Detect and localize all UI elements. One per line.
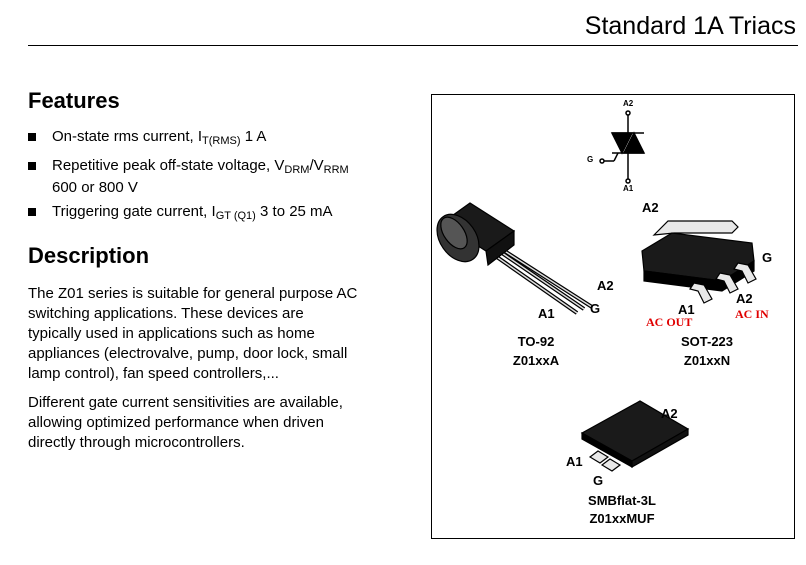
description-paragraph-2: Different gate current sensitivities are… bbox=[28, 394, 343, 451]
sot223-package-icon bbox=[641, 220, 757, 304]
smbflat-package-icon bbox=[580, 400, 690, 472]
symbol-g-label: G bbox=[587, 155, 594, 164]
ac-out-annotation: AC OUT bbox=[646, 315, 693, 329]
to92-g-label: G bbox=[590, 301, 601, 316]
sot223-part-number: Z01xxN bbox=[683, 353, 731, 368]
title-rule bbox=[28, 45, 798, 46]
smbflat-part-number: Z01xxMUF bbox=[589, 511, 655, 526]
description-paragraph-1: The Z01 series is suitable for general p… bbox=[28, 285, 358, 382]
to92-part-number: Z01xxA bbox=[512, 353, 560, 368]
triac-symbol-icon bbox=[599, 110, 646, 184]
sot223-package-name: SOT-223 bbox=[680, 334, 734, 349]
sot223-a2-top-label: A2 bbox=[642, 200, 659, 215]
page-title: Standard 1A Triacs bbox=[584, 12, 796, 40]
bullet-icon bbox=[28, 162, 36, 170]
description-heading: Description bbox=[28, 243, 150, 268]
package-drawings bbox=[436, 110, 757, 472]
to92-package-name: TO-92 bbox=[517, 334, 555, 349]
to92-a1-label: A1 bbox=[538, 306, 555, 321]
ac-in-annotation: AC IN bbox=[735, 307, 769, 321]
package-figure: A2 G A1 A2 A1 G TO-92 Z01xxA A2 G A1 A2 … bbox=[431, 94, 795, 539]
sot223-a2-label: A2 bbox=[736, 291, 753, 306]
symbol-a2-label: A2 bbox=[623, 99, 634, 108]
sot223-a1-label: A1 bbox=[678, 302, 695, 317]
symbol-a1-label: A1 bbox=[623, 184, 634, 193]
smbflat-g-label: G bbox=[593, 473, 604, 488]
bullet-icon bbox=[28, 208, 36, 216]
bullet-icon bbox=[28, 133, 36, 141]
features-heading: Features bbox=[28, 88, 120, 113]
smbflat-a1-label: A1 bbox=[566, 454, 583, 469]
smbflat-package-name: SMBflat-3L bbox=[588, 493, 656, 508]
to92-package-icon bbox=[436, 202, 594, 315]
sot223-g-label: G bbox=[762, 250, 773, 265]
smbflat-a2-label: A2 bbox=[661, 406, 678, 421]
to92-a2-label: A2 bbox=[597, 278, 614, 293]
